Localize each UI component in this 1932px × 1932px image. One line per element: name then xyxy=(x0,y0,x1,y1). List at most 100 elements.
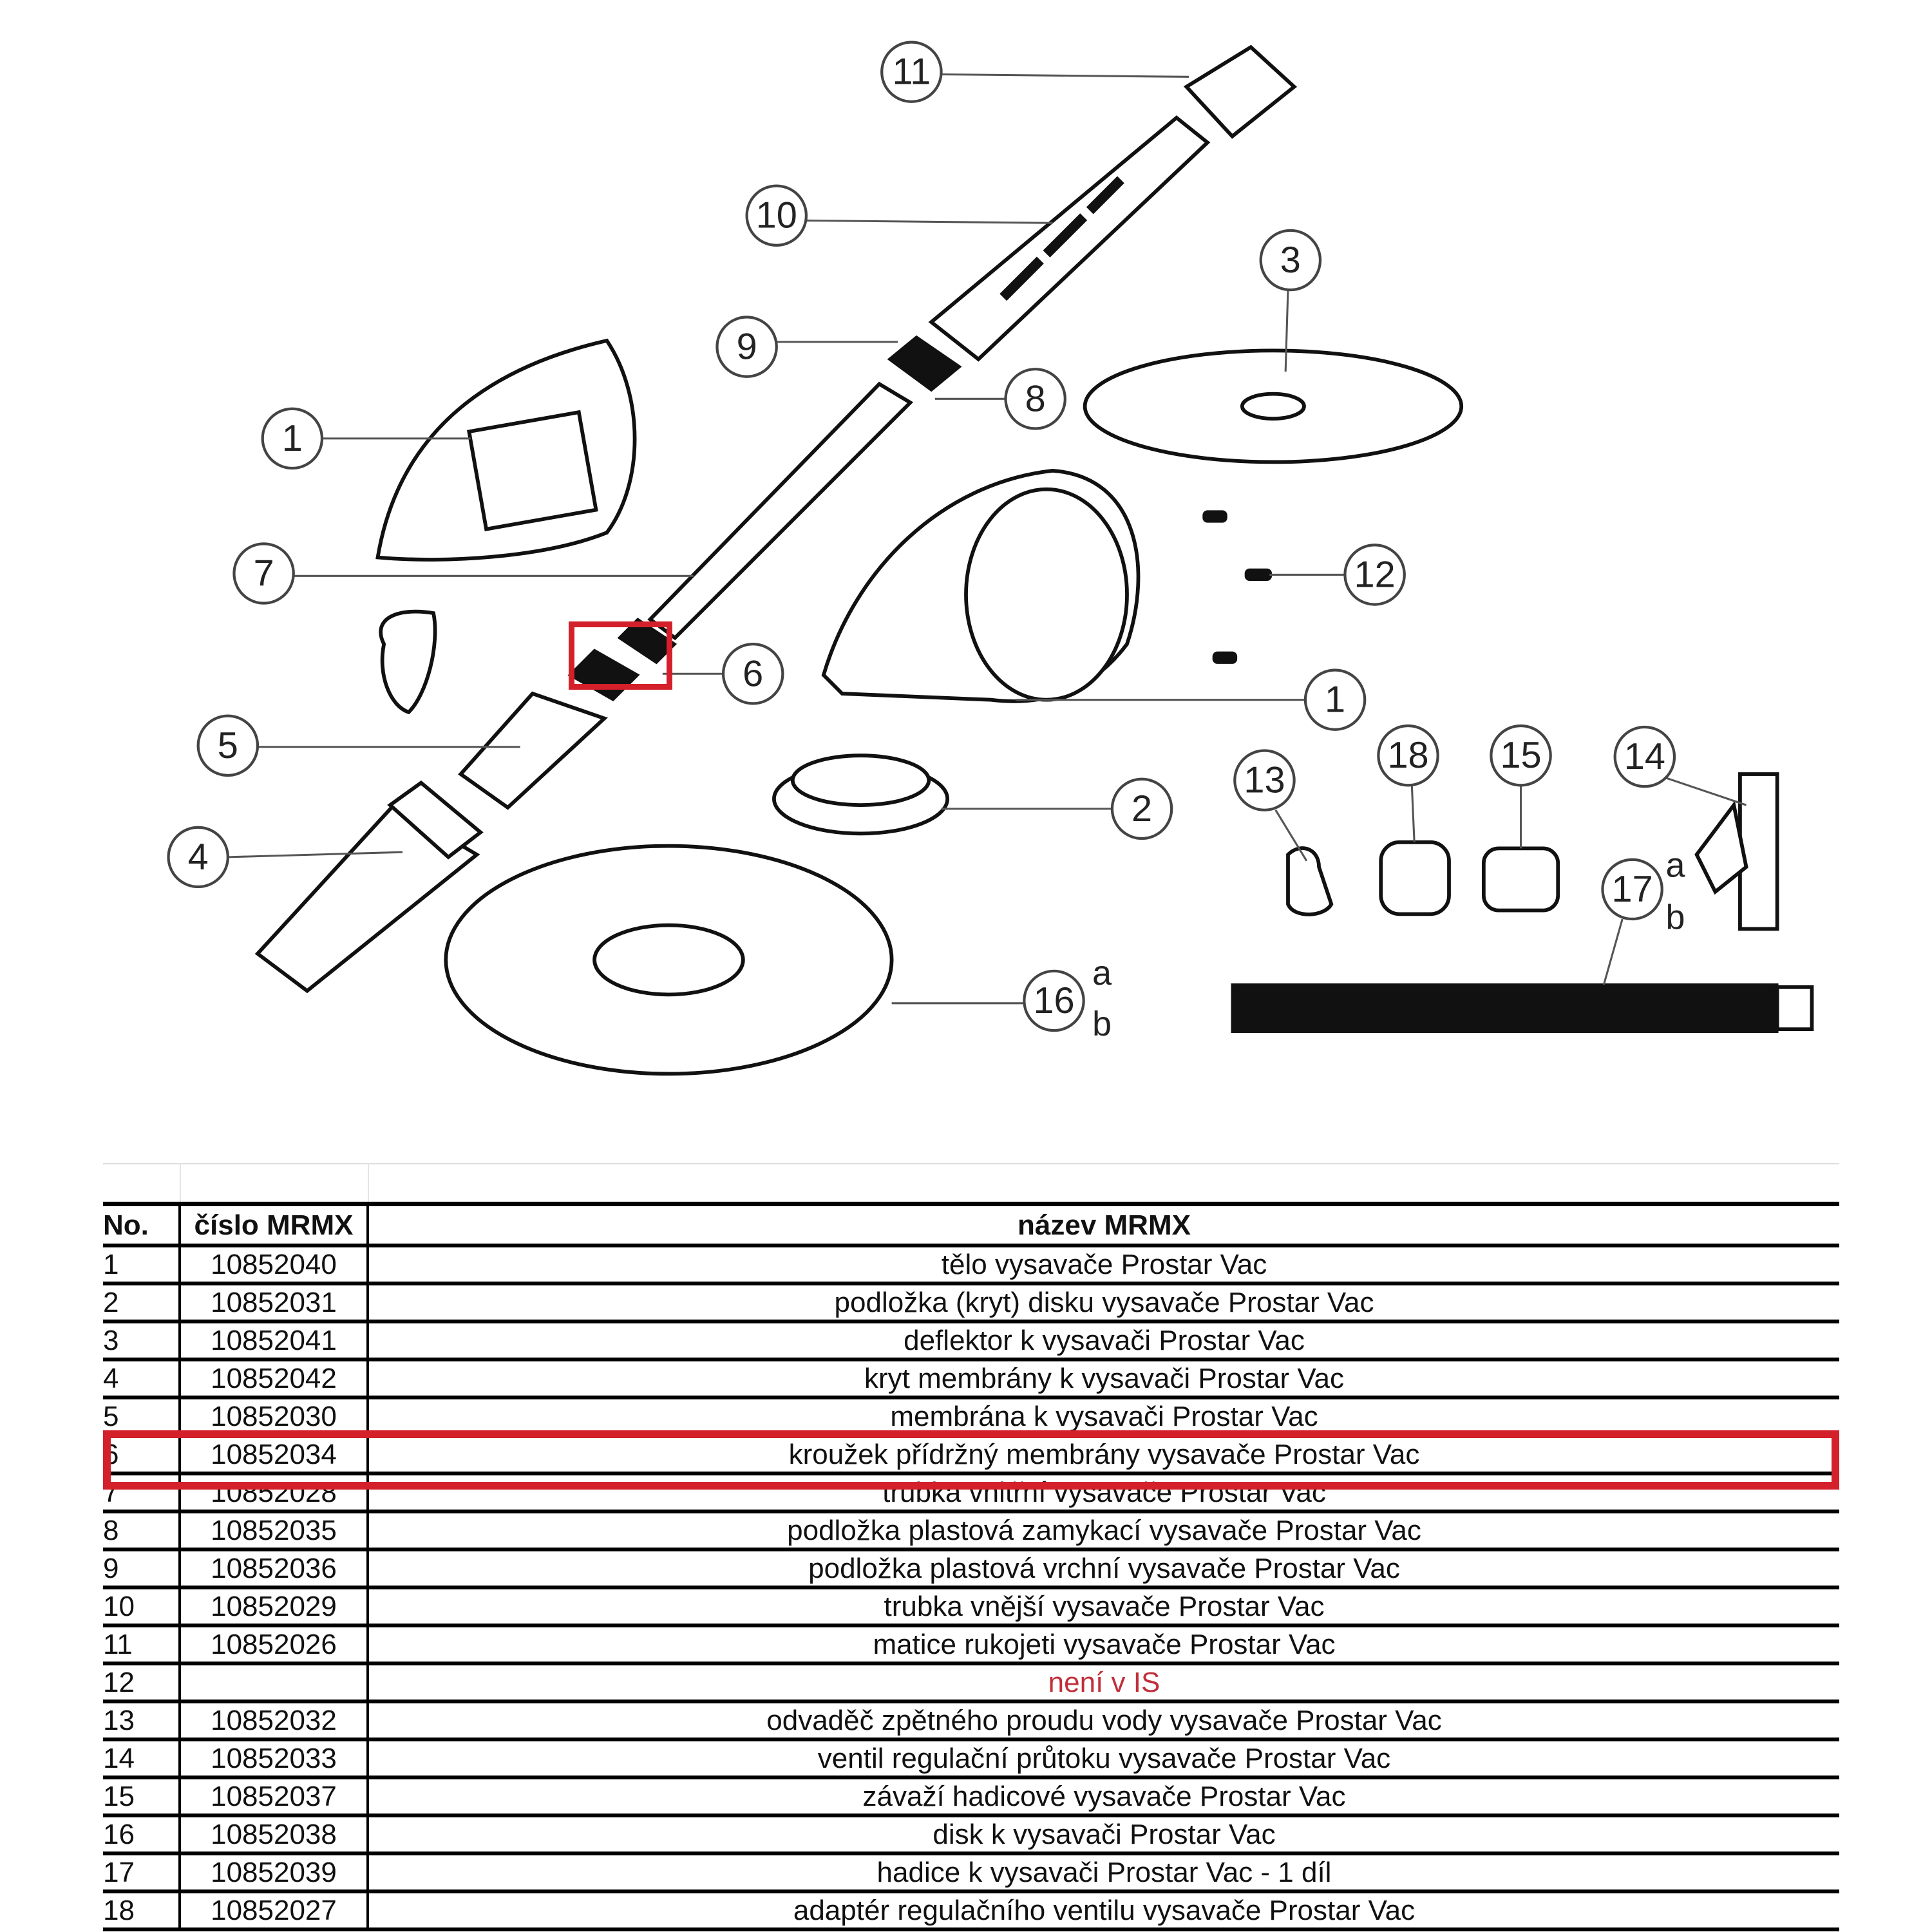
cell-name: podložka plastová zamykací vysavače Pros… xyxy=(368,1511,1839,1551)
cell-code: 10852026 xyxy=(180,1625,369,1665)
callout-3: 3 xyxy=(1259,229,1322,292)
svg-text:15: 15 xyxy=(1500,735,1541,776)
cell-name: trubka vnější vysavače Prostar Vac xyxy=(368,1587,1839,1627)
part-10-outer-tube xyxy=(928,115,1211,362)
cell-name: odvaděč zpětného proudu vody vysavače Pr… xyxy=(368,1701,1839,1741)
cell-no: 16 xyxy=(103,1815,181,1855)
svg-text:7: 7 xyxy=(254,553,274,594)
svg-text:18: 18 xyxy=(1387,735,1428,776)
cell-no: 11 xyxy=(103,1625,181,1665)
cell-name: disk k vysavači Prostar Vac xyxy=(368,1815,1839,1855)
sheet-gridline xyxy=(103,1163,1839,1164)
part-11-handle-nut xyxy=(1183,44,1298,139)
svg-text:5: 5 xyxy=(218,725,238,766)
cell-code: 10852039 xyxy=(180,1853,369,1893)
cell-name: deflektor k vysavači Prostar Vac xyxy=(368,1321,1839,1361)
cell-name: podložka plastová vrchní vysavače Prosta… xyxy=(368,1549,1839,1589)
svg-text:14: 14 xyxy=(1624,736,1665,777)
cell-code: 10852031 xyxy=(180,1283,369,1323)
svg-text:10: 10 xyxy=(756,195,797,236)
callout-18: 18 xyxy=(1377,724,1439,787)
cell-name: matice rukojeti vysavače Prostar Vac xyxy=(368,1625,1839,1665)
cell-no: 13 xyxy=(103,1701,181,1741)
cell-no: 15 xyxy=(103,1777,181,1817)
callout-13: 13 xyxy=(1233,749,1296,811)
cell-code: 10852027 xyxy=(180,1891,369,1931)
cell-name: kryt membrány k vysavači Prostar Vac xyxy=(368,1359,1839,1399)
part-12-screw xyxy=(1202,510,1227,523)
table-row-6-highlight xyxy=(103,1430,1839,1490)
sheet-gridline xyxy=(368,1163,369,1204)
cell-no: 17 xyxy=(103,1853,181,1893)
cell-name: ventil regulační průtoku vysavače Prosta… xyxy=(368,1739,1839,1779)
cell-no: 12 xyxy=(103,1663,181,1703)
cell-name: tělo vysavače Prostar Vac xyxy=(368,1245,1839,1285)
cell-no: 14 xyxy=(103,1739,181,1779)
cell-code: 10852040 xyxy=(180,1245,369,1285)
cell-code: 10852042 xyxy=(180,1359,369,1399)
svg-text:2: 2 xyxy=(1132,788,1152,829)
callout-7: 7 xyxy=(232,542,295,605)
variant-label-14b: b xyxy=(1666,898,1685,936)
diagram-part-6-highlight xyxy=(569,621,672,690)
cell-no: 9 xyxy=(103,1549,181,1589)
part-18-adapter xyxy=(1379,840,1451,916)
cell-no: 1 xyxy=(103,1245,181,1285)
cell-code: 10852032 xyxy=(180,1701,369,1741)
part-17-hose xyxy=(1231,983,1779,1033)
cell-code: 10852028 xyxy=(180,1473,369,1513)
cell-no: 4 xyxy=(103,1359,181,1399)
cell-code: 10852035 xyxy=(180,1511,369,1551)
cell-code: 10852037 xyxy=(180,1777,369,1817)
svg-text:16: 16 xyxy=(1033,980,1074,1021)
cell-no: 6 xyxy=(103,1435,181,1475)
header-code: číslo MRMX xyxy=(180,1202,369,1247)
cell-code: 10852033 xyxy=(180,1739,369,1779)
svg-text:1: 1 xyxy=(282,418,303,459)
cell-code: 10852041 xyxy=(180,1321,369,1361)
callout-10: 10 xyxy=(745,184,808,247)
sheet-gridline xyxy=(180,1163,181,1204)
svg-text:3: 3 xyxy=(1280,240,1301,281)
svg-text:6: 6 xyxy=(743,653,763,694)
callout-6: 6 xyxy=(721,643,784,705)
callout-12: 12 xyxy=(1343,544,1406,606)
svg-text:13: 13 xyxy=(1244,760,1285,801)
svg-text:1: 1 xyxy=(1325,679,1345,721)
cell-name: hadice k vysavači Prostar Vac - 1 díl xyxy=(368,1853,1839,1893)
part-12-screw xyxy=(1244,568,1272,582)
cell-name: závaží hadicové vysavače Prostar Vac xyxy=(368,1777,1839,1817)
variant-label-14a: a xyxy=(1666,846,1685,885)
svg-text:8: 8 xyxy=(1025,378,1046,419)
cell-name: podložka (kryt) disku vysavače Prostar V… xyxy=(368,1283,1839,1323)
cell-name: není v IS xyxy=(368,1663,1839,1703)
part-14-valve xyxy=(1738,772,1779,931)
part-5-membrane xyxy=(458,691,608,810)
cell-name: adaptér regulačního ventilu vysavače Pro… xyxy=(368,1891,1839,1931)
cell-code: 10852029 xyxy=(180,1587,369,1627)
callout-16: 16 xyxy=(1023,969,1085,1032)
cell-no: 3 xyxy=(103,1321,181,1361)
header-name: název MRMX xyxy=(368,1202,1839,1247)
cell-no: 10 xyxy=(103,1587,181,1627)
cell-no: 2 xyxy=(103,1283,181,1323)
small-clip xyxy=(379,609,437,715)
variant-label-16b: b xyxy=(1092,1005,1112,1043)
part-15-weight xyxy=(1481,846,1560,913)
callout-5: 5 xyxy=(196,714,260,777)
cell-no: 18 xyxy=(103,1891,181,1931)
cell-code: 10852036 xyxy=(180,1549,369,1589)
svg-text:17: 17 xyxy=(1612,869,1653,910)
svg-text:11: 11 xyxy=(892,52,931,93)
exploded-parts-diagram: 11 10 3 9 8 1 7 12 6 1 5 2 13 18 15 14 1… xyxy=(167,41,1814,1076)
leader-lines xyxy=(227,73,1747,1005)
